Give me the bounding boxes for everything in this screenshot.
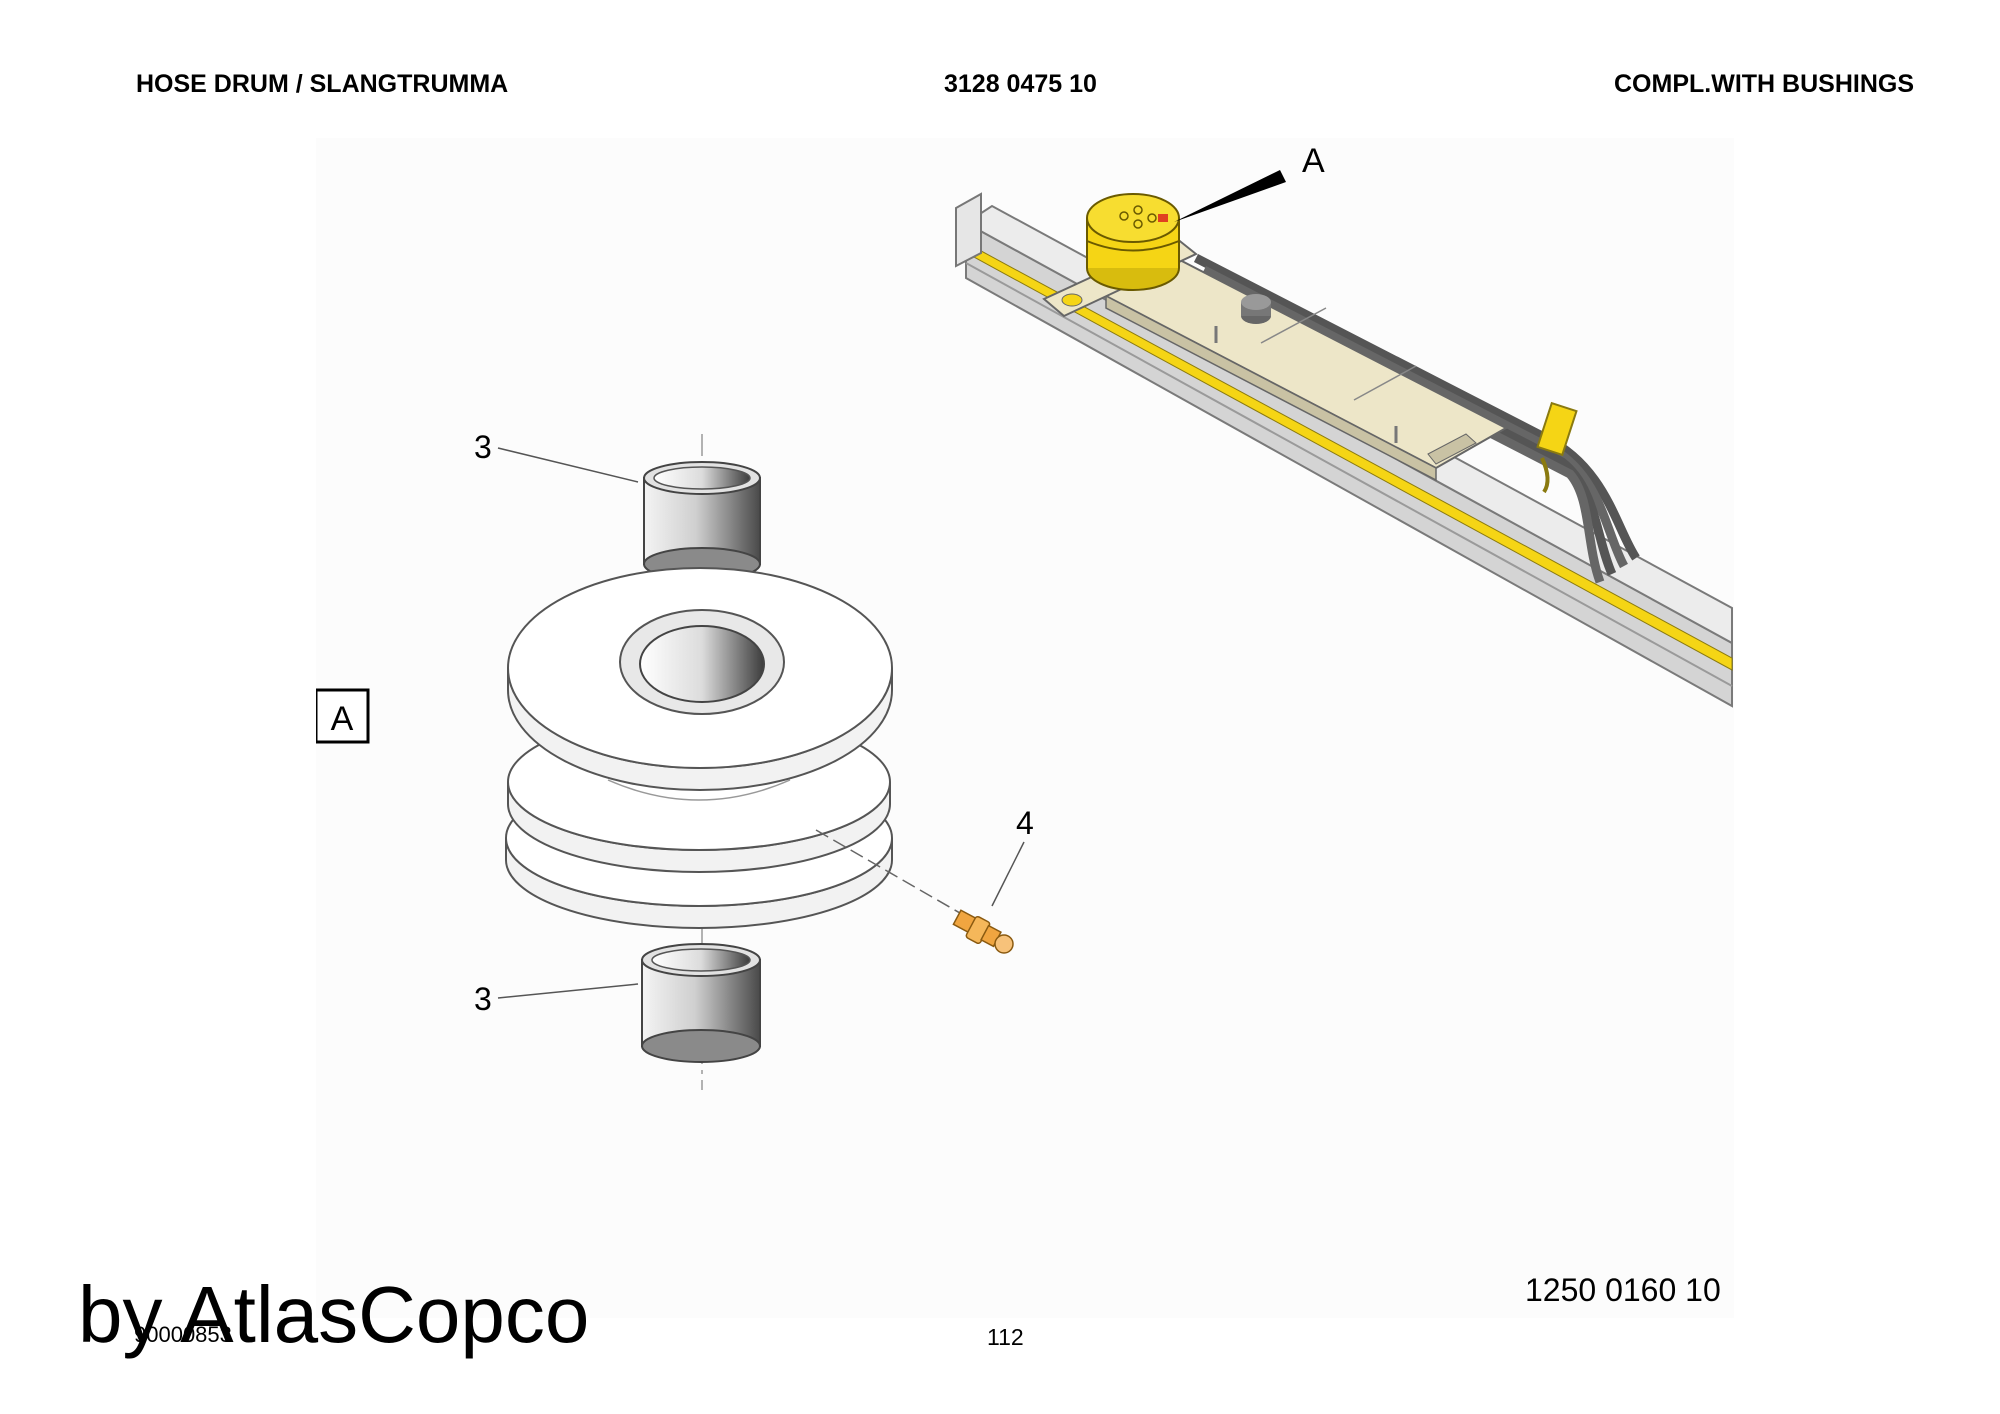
figure-reference-number: 1250 0160 10 [1525,1272,1721,1308]
hose-bundle [1193,253,1640,584]
drum-top-flange [507,567,893,791]
header-description: COMPL.WITH BUSHINGS [1614,70,1914,98]
document-number: 90000853 [134,1322,232,1347]
svg-text:4: 4 [1016,805,1034,841]
page-number: 112 [987,1324,1024,1350]
header-part-number: 3128 0475 10 [944,70,1097,98]
bushing-top [643,461,761,581]
figure-drawing: A A [314,142,1733,1090]
rail-assembly [955,192,1733,708]
callout-4: 4 [991,805,1034,907]
view-a-label: A [331,700,354,738]
view-a-pointer: A [1174,142,1325,222]
callout-3-bottom: 3 [474,981,639,1017]
svg-text:3: 3 [474,429,492,465]
callout-3-top: 3 [474,429,639,483]
nipple-axis [815,829,973,921]
view-a-marker: A [314,688,370,744]
view-pointer-label: A [1302,142,1325,180]
brand-watermark: by AtlasCopco [78,1270,590,1359]
header-title: HOSE DRUM / SLANGTRUMMA [136,70,509,98]
exploded-view-figure: A A [314,138,1734,1318]
grease-nipple [952,909,1014,954]
hose-drum-location [1086,193,1180,291]
svg-text:3: 3 [474,981,492,1017]
bushing-bottom [641,943,761,1063]
